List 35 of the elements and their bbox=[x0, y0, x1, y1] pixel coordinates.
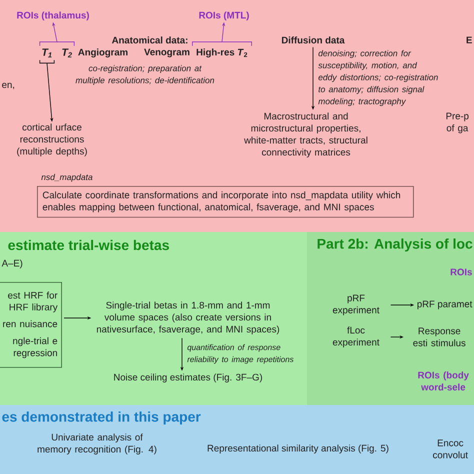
edge-label: denoising; correction for susceptibility, motion, and eddy distortions; co-registration to anatomy; diffusion signal modeling; tractography bbox=[318, 50, 438, 106]
modality-label: Angiogram bbox=[78, 48, 128, 58]
modality-label: T$_{2}$ bbox=[62, 48, 72, 58]
step-note: co-registration; preparation at multiple resolutions; de-identification bbox=[76, 65, 214, 85]
panel-title: Part 2b: Analysis of loc bbox=[318, 238, 472, 252]
output-text: cortical urface reconstructions (multiple depths) bbox=[17, 124, 87, 156]
panel-title: estimate trial-wise betas bbox=[8, 240, 169, 250]
cut-text: A–E) bbox=[2, 260, 22, 268]
node-label: nsd_mapdata bbox=[41, 174, 92, 182]
roi-label: ROIs (thalamus) bbox=[17, 12, 89, 20]
process-box: est HRF for HRF library ren nuisance ngle-trial e regression bbox=[0, 282, 62, 368]
panel-title: es demonstrated in this paper bbox=[2, 411, 201, 425]
output-text: Macrostructural and microstructural properties, white-matter tracts, structural connectivity matrices bbox=[244, 112, 368, 158]
output-text: Noise ceiling estimates (Fig. 3F–G) bbox=[114, 374, 262, 382]
result-text: Representational similarity analysis (Fig. 5) bbox=[208, 444, 388, 454]
modality-label: Venogram bbox=[144, 48, 190, 58]
section-heading: Anatomical data: bbox=[112, 36, 188, 44]
result-text: Univariate analysis of memory recognition (Fig. 4) bbox=[38, 434, 156, 454]
cut-text: Pre-p of ga bbox=[446, 112, 469, 134]
process-box: nsd_mapdata Calculate coordinate transformations and incorporate into nsd_mapdata utility which enables mapping between functional, anatomical, fsaverage, and MNI spaces bbox=[37, 174, 414, 218]
roi-label: ROIs (body word-sele bbox=[418, 372, 469, 390]
roi-label: ROIs (MTL) bbox=[199, 12, 249, 20]
roi-label: ROIs bbox=[450, 268, 472, 276]
modality-label: T$_{1}$ bbox=[42, 48, 52, 58]
modality-label: High-res T$_{2}$ bbox=[196, 48, 248, 58]
edge-label: quantification of response reliability to image repetitions bbox=[187, 344, 294, 364]
output-text: Response esti stimulus bbox=[413, 328, 466, 346]
data-heading: Diffusion data bbox=[282, 36, 345, 44]
cut-heading: E bbox=[466, 36, 472, 44]
output-text: pRF paramet bbox=[417, 300, 472, 310]
output-text: Single-trial betas in 1.8-mm and 1-mm volume spaces (also create versions in nativesurface, fsaverage, and MNI spaces) bbox=[96, 302, 280, 334]
experiment-label: fLoc experiment bbox=[332, 326, 380, 348]
cut-text: en, bbox=[2, 82, 14, 90]
experiment-label: pRF experiment bbox=[332, 294, 380, 316]
cut-text: Encoc convolut bbox=[433, 440, 468, 458]
